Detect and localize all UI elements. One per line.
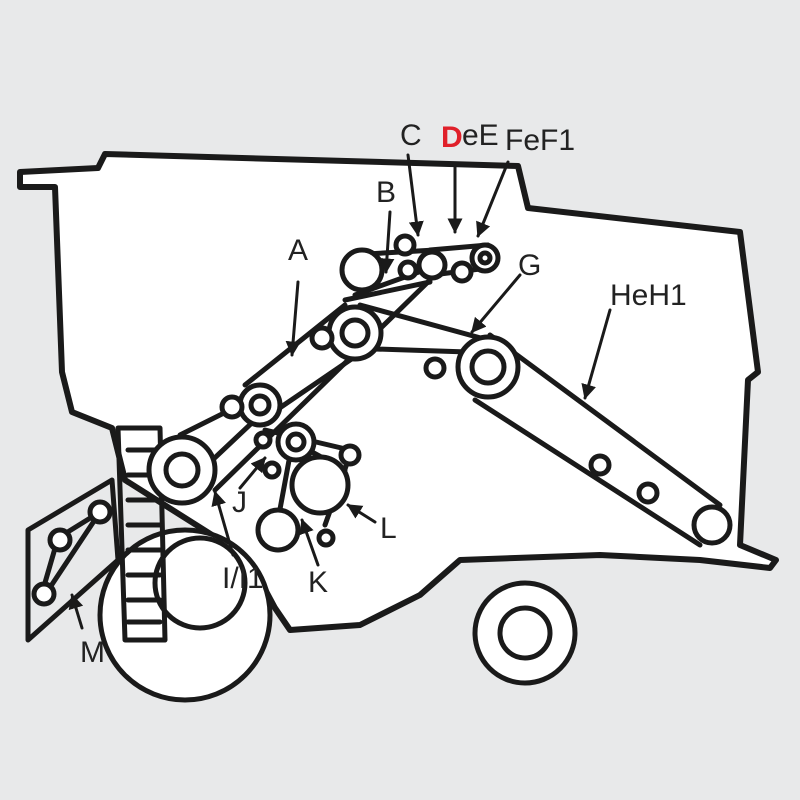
label-d: D — [441, 121, 463, 154]
label-m: M — [80, 636, 105, 669]
label-h: HeH1 — [610, 279, 687, 312]
small-wheel-hub — [497, 605, 553, 661]
label-f: FeF1 — [505, 124, 575, 157]
label-j: J — [232, 486, 247, 519]
leader-lines — [68, 153, 612, 630]
label-c: C — [400, 119, 422, 152]
pulleys — [146, 233, 733, 553]
large-wheel-hub — [152, 535, 248, 631]
label-g: G — [518, 249, 541, 282]
combine-body-outline — [17, 151, 779, 633]
label-b: B — [376, 176, 396, 209]
label-i: I/I1 — [222, 562, 264, 595]
labels: A B C D eE FeF1 G HeH1 J I/I1 K L M — [80, 119, 687, 669]
label-a: A — [288, 234, 308, 267]
header-arm — [25, 477, 121, 643]
label-k: K — [308, 566, 328, 599]
label-e: eE — [462, 119, 499, 152]
label-l: L — [380, 512, 397, 545]
